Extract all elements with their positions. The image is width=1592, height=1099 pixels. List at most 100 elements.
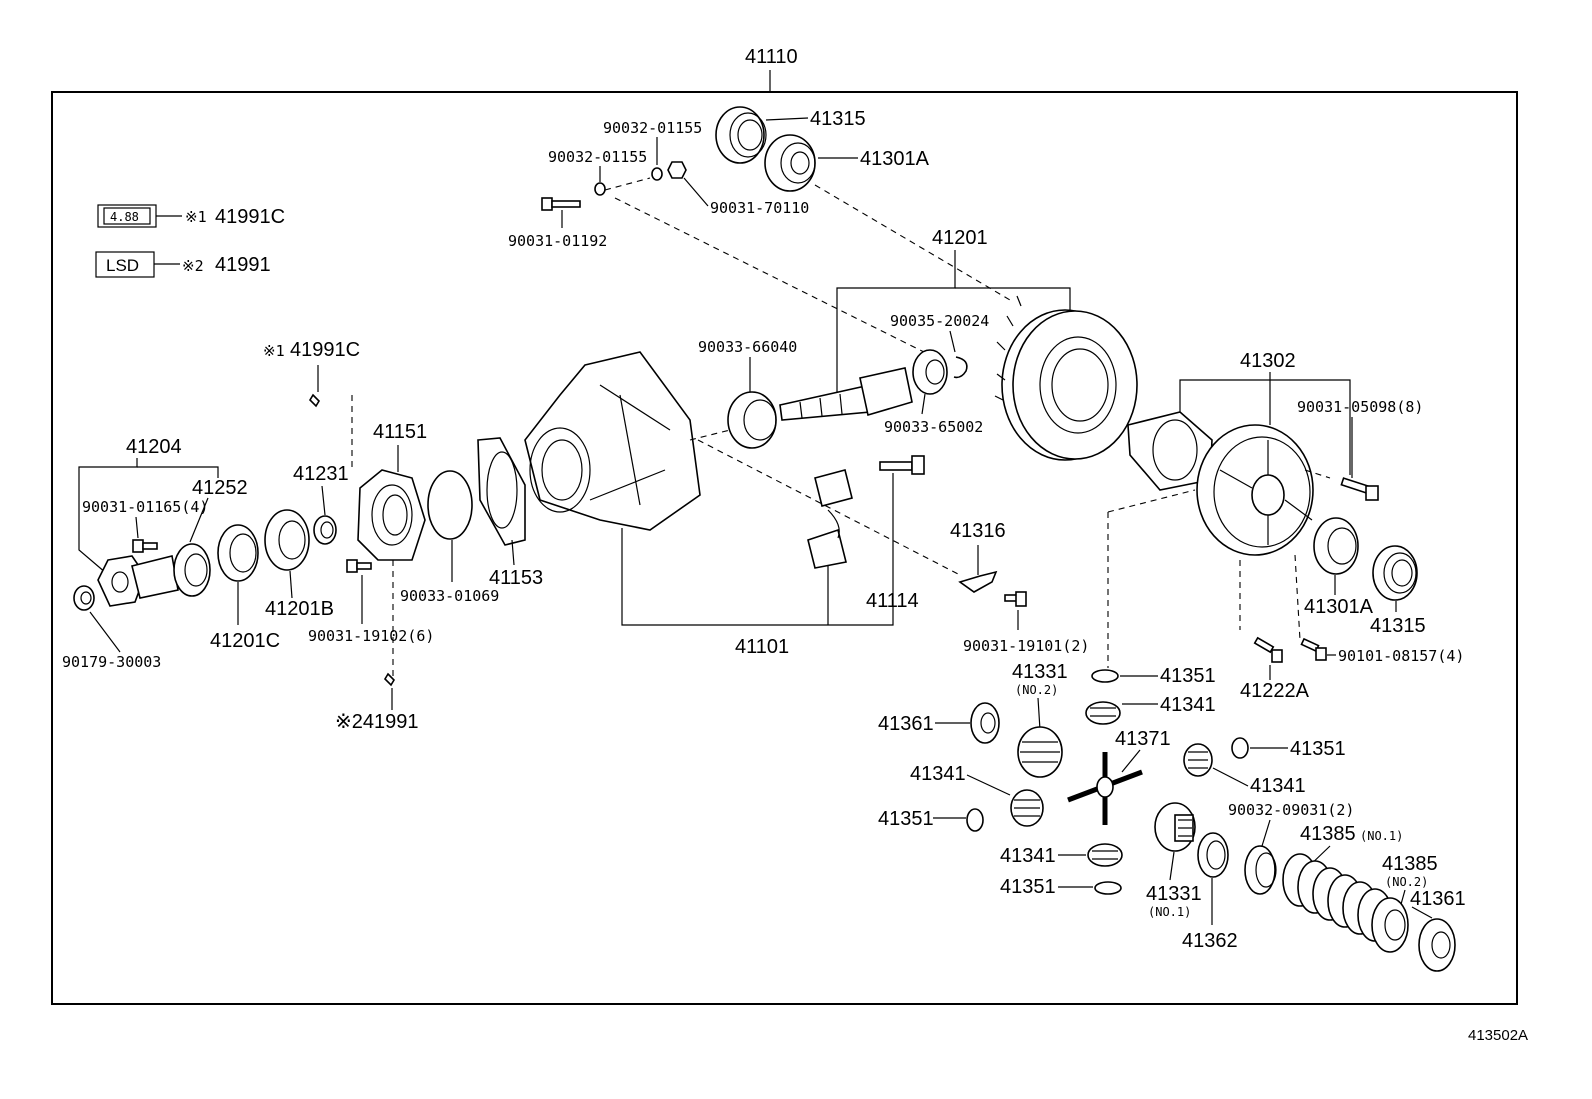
cap-bolt-41114[interactable] bbox=[879, 455, 925, 475]
label-41341-c: 41341 bbox=[1250, 775, 1306, 797]
label-41114: 41114 bbox=[866, 590, 919, 612]
label-90032-01155-a: 90032-01155 bbox=[603, 119, 702, 137]
bearing-41201B[interactable] bbox=[264, 509, 310, 571]
label-41331-no1: 41331 bbox=[1146, 883, 1202, 905]
label-41361-b: 41361 bbox=[1410, 888, 1466, 910]
label-41362: 41362 bbox=[1182, 930, 1238, 952]
label-41385-no2-sub: (NO.2) bbox=[1385, 875, 1428, 889]
bolt-90031-01192[interactable] bbox=[541, 197, 581, 211]
label-41385-no2: 41385 bbox=[1382, 853, 1438, 875]
nut-icon[interactable] bbox=[667, 161, 687, 179]
bearing-41201C[interactable] bbox=[217, 524, 259, 582]
assembly-code: 41110 bbox=[745, 46, 798, 68]
thrust-washer-41351[interactable] bbox=[1094, 881, 1122, 895]
thrust-washer-41351[interactable] bbox=[1231, 737, 1249, 759]
bearing-41301A-top[interactable] bbox=[764, 134, 816, 192]
legend-ratio: 4.88 ※1 41991C bbox=[97, 204, 285, 228]
washer-icon[interactable] bbox=[594, 182, 606, 196]
bolt-90031-01165[interactable] bbox=[132, 539, 158, 553]
bearing-retainer-41151[interactable] bbox=[357, 469, 426, 561]
clutch-plate-pack-41385[interactable] bbox=[1282, 853, 1409, 953]
shim-icon[interactable] bbox=[383, 672, 396, 687]
assembly-frame bbox=[51, 91, 1518, 1005]
label-90032-01155-b: 90032-01155 bbox=[548, 148, 647, 166]
label-41302: 41302 bbox=[1240, 350, 1296, 372]
label-41231: 41231 bbox=[293, 463, 349, 485]
pinion-gear-41341[interactable] bbox=[1183, 743, 1213, 777]
bearing-race-41315-top[interactable] bbox=[715, 106, 767, 164]
adjusting-lock-41316[interactable] bbox=[958, 570, 998, 593]
label-41315-top: 41315 bbox=[810, 108, 866, 130]
nut-90179-30003[interactable] bbox=[73, 585, 95, 611]
thrust-washer-41361[interactable] bbox=[970, 702, 1000, 744]
legend-lsd-box: LSD bbox=[106, 256, 139, 275]
label-90031-70110: 90031-70110 bbox=[710, 199, 809, 217]
o-ring-90033-01069[interactable] bbox=[427, 470, 473, 540]
bolt-90031-19102[interactable] bbox=[346, 559, 372, 573]
label-41153: 41153 bbox=[489, 567, 543, 589]
washer-icon[interactable] bbox=[651, 167, 663, 181]
side-gear-41331-no2[interactable] bbox=[1017, 726, 1063, 778]
label-90101-08157: 90101-08157(4) bbox=[1338, 647, 1464, 665]
bearing-race-41315-right[interactable] bbox=[1372, 545, 1418, 601]
label-90031-05098: 90031-05098(8) bbox=[1297, 398, 1423, 416]
snap-ring-90032-09031[interactable] bbox=[1244, 845, 1277, 895]
label-41351-a: 41351 bbox=[1160, 665, 1216, 687]
label-90033-65002: 90033-65002 bbox=[884, 418, 983, 436]
pinion-gear-41341[interactable] bbox=[1085, 701, 1121, 725]
label-41252: 41252 bbox=[192, 477, 248, 499]
label-41222A: 41222A bbox=[1240, 680, 1310, 702]
bolt-90031-19101[interactable] bbox=[1004, 591, 1027, 607]
label-41385-no1-sub: (NO.1) bbox=[1360, 829, 1403, 843]
label-41331-no1-sub: (NO.1) bbox=[1148, 905, 1191, 919]
label-41351-d: 41351 bbox=[1000, 876, 1056, 898]
label-90035-20024: 90035-20024 bbox=[890, 312, 989, 330]
shim-icon[interactable] bbox=[308, 393, 321, 408]
bearing-cap[interactable] bbox=[807, 469, 853, 569]
gasket-41153[interactable] bbox=[477, 437, 526, 546]
bearing-41301A-right[interactable] bbox=[1313, 517, 1359, 575]
label-90031-01165: 90031-01165(4) bbox=[82, 498, 208, 516]
label-41201: 41201 bbox=[932, 227, 988, 249]
label-90031-01192: 90031-01192 bbox=[508, 232, 607, 250]
thrust-washer-41361-b[interactable] bbox=[1418, 918, 1456, 972]
legend-ratio-box: 4.88 bbox=[110, 210, 139, 224]
pinion-gear-41341[interactable] bbox=[1010, 789, 1044, 827]
legend-ratio-marker: ※1 bbox=[185, 208, 207, 226]
label-41361-a: 41361 bbox=[878, 713, 934, 735]
pinion-gear-41341[interactable] bbox=[1087, 843, 1123, 867]
snap-ring-icon[interactable] bbox=[953, 356, 968, 379]
label-41151: 41151 bbox=[373, 421, 427, 443]
bolt-41222A[interactable] bbox=[1253, 636, 1283, 663]
label-41316: 41316 bbox=[950, 520, 1006, 542]
thrust-washer-41351[interactable] bbox=[1091, 669, 1119, 683]
thrust-washer-41351[interactable] bbox=[966, 808, 984, 832]
oil-seal-41252[interactable] bbox=[173, 543, 211, 597]
ring-gear-41201[interactable] bbox=[994, 295, 1138, 461]
spacer-41231[interactable] bbox=[313, 515, 337, 545]
label-41351-c: 41351 bbox=[878, 808, 934, 830]
bearing-90033-66040[interactable] bbox=[727, 391, 777, 449]
label-41341-b: 41341 bbox=[910, 763, 966, 785]
label-41371: 41371 bbox=[1115, 728, 1171, 750]
differential-case-half[interactable] bbox=[1127, 411, 1213, 491]
differential-carrier-41101[interactable] bbox=[524, 351, 701, 531]
label-41201B: 41201B bbox=[265, 598, 334, 620]
label-90031-19101: 90031-19101(2) bbox=[963, 637, 1089, 655]
label-41351-b: 41351 bbox=[1290, 738, 1346, 760]
label-41385-no1: 41385 bbox=[1300, 823, 1356, 845]
thrust-washer-41362[interactable] bbox=[1197, 832, 1229, 878]
drive-pinion[interactable] bbox=[779, 367, 913, 421]
label-41991C-marker: ※1 bbox=[263, 342, 285, 360]
bolt-90031-05098[interactable] bbox=[1340, 477, 1379, 501]
bearing-90033-65002[interactable] bbox=[912, 349, 948, 395]
companion-flange-41204[interactable] bbox=[97, 555, 179, 607]
differential-case-41302[interactable] bbox=[1196, 424, 1314, 556]
bolt-90101-08157[interactable] bbox=[1300, 637, 1327, 661]
label-41315-right: 41315 bbox=[1370, 615, 1426, 637]
pinion-shaft-41371[interactable] bbox=[1067, 752, 1143, 825]
label-41204: 41204 bbox=[126, 436, 182, 458]
side-gear-41331-no1[interactable] bbox=[1154, 802, 1196, 852]
legend-lsd-marker: ※2 bbox=[182, 257, 204, 275]
